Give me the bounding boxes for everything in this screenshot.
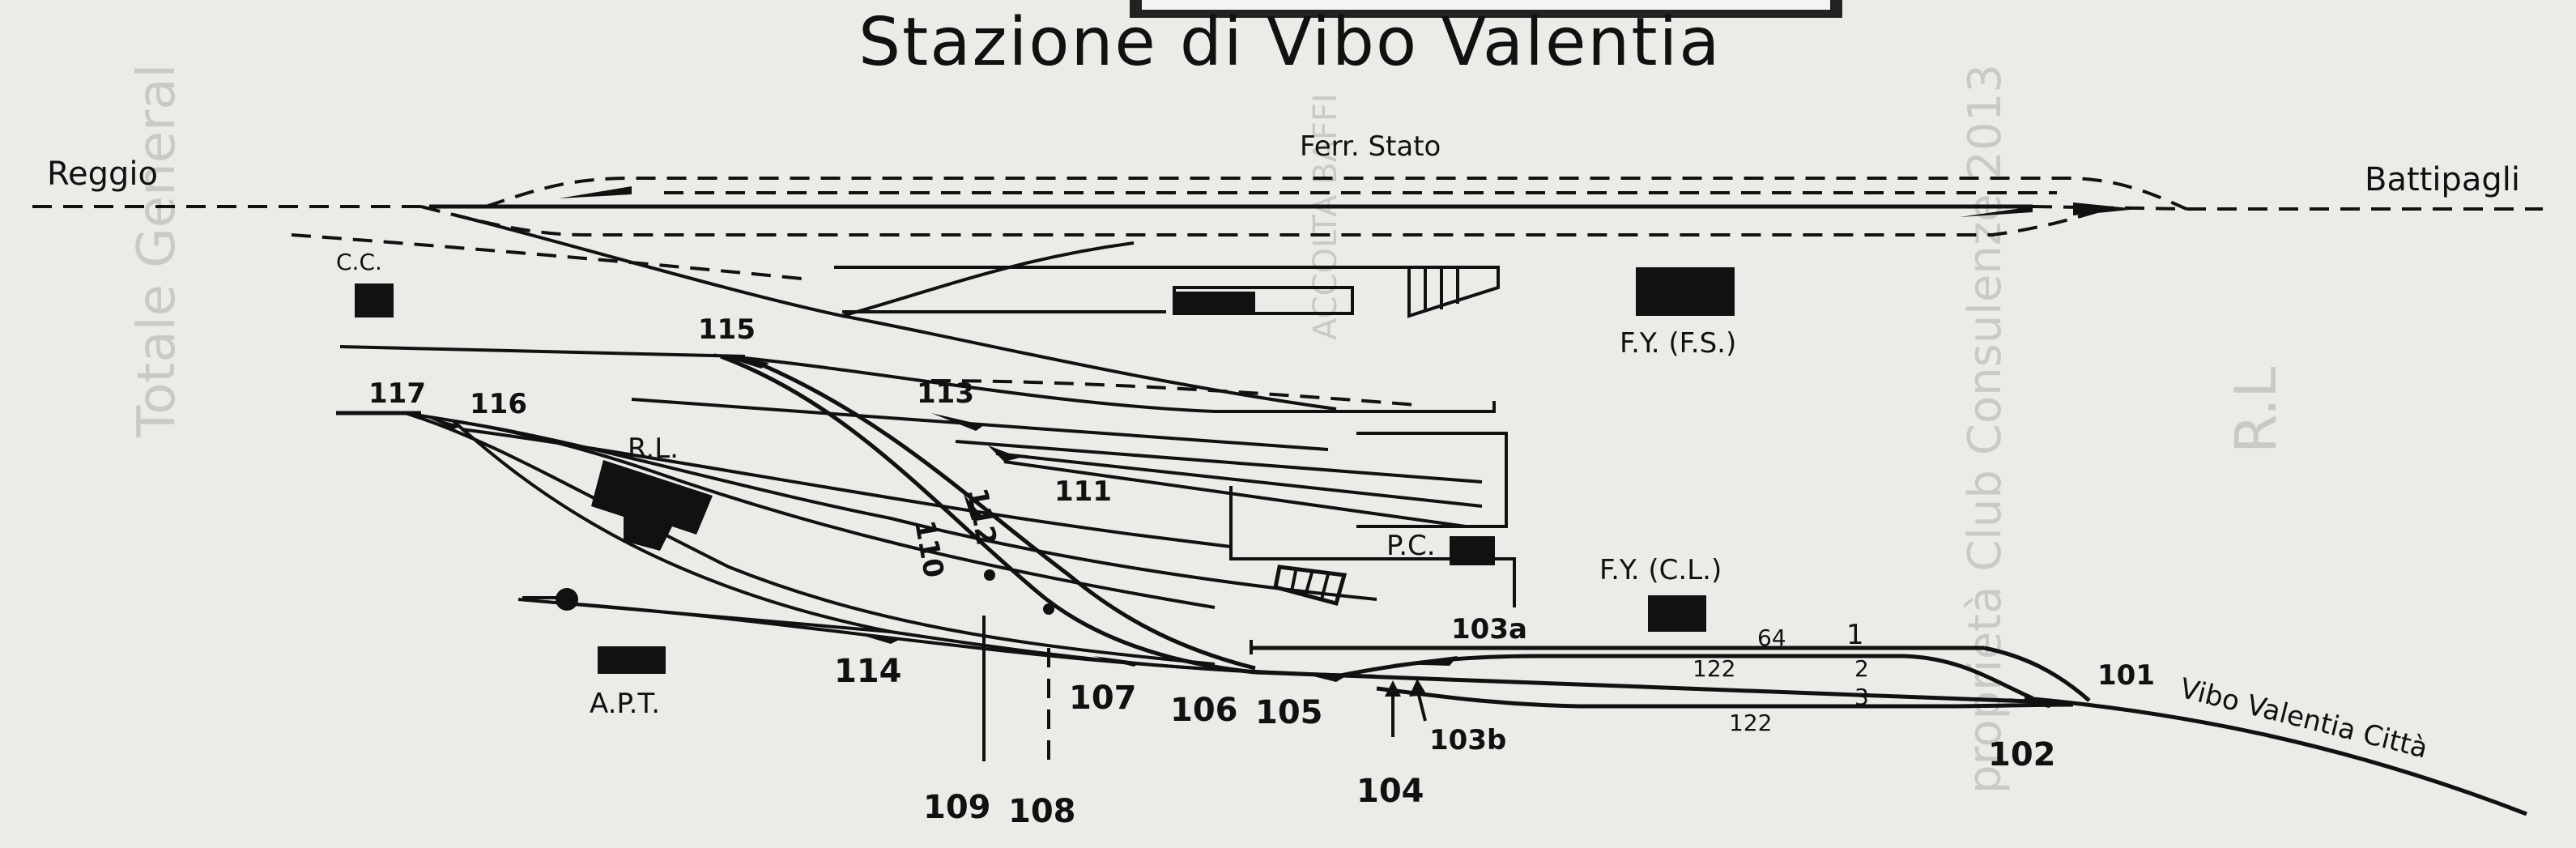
switch-labels: 117 116 115 113 112 111 110 114 109 108 … — [368, 313, 2155, 830]
ghost-text-3: ACCOLTA BAFFI — [1307, 93, 1344, 340]
label-fy-fs: F.Y. (F.S.) — [1620, 327, 1736, 360]
track-labels: 1 2 3 64 122 122 — [1692, 619, 1869, 736]
switch-111: 111 — [1054, 475, 1112, 508]
track-length-122-a: 122 — [1692, 655, 1735, 682]
switch-108: 108 — [1008, 793, 1076, 830]
switch-103a: 103a — [1451, 613, 1527, 646]
switch-103b: 103b — [1429, 724, 1506, 756]
rl-building — [591, 460, 713, 551]
fy-fs-building — [1636, 267, 1735, 316]
switch-104: 104 — [1356, 773, 1424, 810]
main-line — [32, 204, 2543, 211]
track-number-1: 1 — [1846, 619, 1864, 651]
ghost-text-4: R.L — [2223, 367, 2289, 454]
track-length-64: 64 — [1757, 624, 1786, 651]
label-apt: A.P.T. — [590, 688, 660, 720]
apt-building — [598, 646, 666, 674]
switch-117: 117 — [368, 377, 426, 410]
top-tab-inner — [1142, 0, 1830, 10]
label-fy-cl: F.Y. (C.L.) — [1599, 554, 1722, 586]
label-rl: R.L. — [628, 433, 679, 465]
label-reggio: Reggio — [47, 156, 158, 193]
switch-106: 106 — [1170, 692, 1238, 729]
label-vibo-citta: Vibo Valentia Città — [2177, 672, 2431, 765]
switch-101: 101 — [2097, 659, 2155, 692]
fs-platform-canopy — [1344, 266, 1500, 318]
buildings — [355, 266, 1735, 674]
track-number-3: 3 — [1854, 684, 1869, 710]
label-battipaglia: Battipagli — [2365, 161, 2520, 198]
ghost-text-1: Totale General — [127, 64, 187, 438]
yard-tracks — [291, 213, 2527, 816]
switch-107: 107 — [1069, 680, 1137, 717]
switch-115: 115 — [698, 313, 756, 346]
label-ferr-stato: Ferr. Stato — [1300, 130, 1441, 163]
switch-116: 116 — [470, 388, 527, 420]
track-number-2: 2 — [1854, 655, 1869, 682]
pc-shed — [1273, 565, 1348, 607]
pc-building — [1450, 536, 1495, 565]
ghost-text-2: proprietà Club Consulenze 2013 — [1959, 64, 2012, 794]
switch-114: 114 — [834, 653, 902, 690]
switch-110: 110 — [908, 518, 950, 581]
switch-105: 105 — [1255, 694, 1323, 731]
switch-113: 113 — [917, 377, 974, 410]
switch-109: 109 — [923, 789, 991, 826]
diagram-title: Stazione di Vibo Valentia — [858, 4, 1722, 81]
fy-cl-building — [1648, 595, 1706, 632]
label-cc: C.C. — [336, 249, 382, 275]
cc-building — [355, 283, 394, 317]
bleed-through-text: Totale General proprietà Club Consulenze… — [127, 64, 2289, 794]
track-length-122-b: 122 — [1729, 710, 1772, 736]
switch-102: 102 — [1988, 736, 2056, 773]
switch-112: 112 — [960, 486, 1003, 548]
label-pc: P.C. — [1386, 530, 1436, 562]
